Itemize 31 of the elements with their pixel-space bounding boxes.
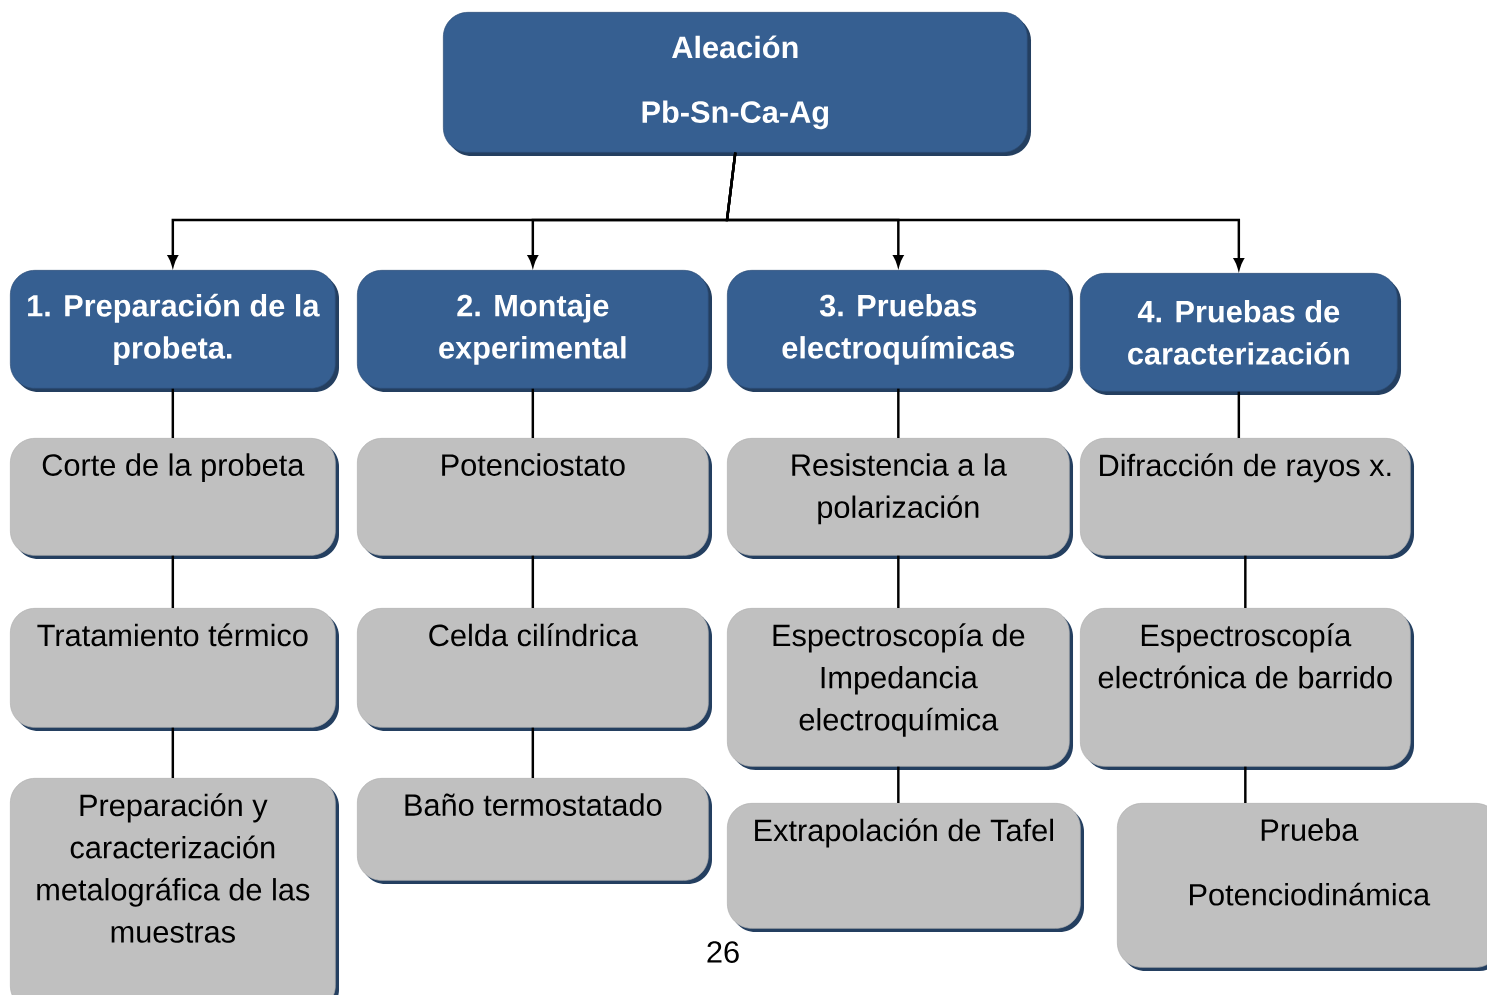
connector — [171, 555, 175, 608]
step-box: Resistencia a la polarización — [727, 438, 1073, 559]
connector — [1244, 555, 1247, 608]
connector — [531, 388, 535, 438]
connector — [1237, 391, 1241, 438]
connector — [531, 555, 535, 608]
connector — [1244, 766, 1247, 803]
connector — [171, 388, 175, 438]
connector — [531, 727, 535, 778]
connector — [725, 152, 1244, 270]
heading-box: 1. Preparación de la probeta. — [10, 270, 339, 392]
step-box: Baño termostatado — [357, 778, 712, 884]
heading-box: 4. Pruebas de caracterización — [1080, 273, 1401, 395]
step-box: Difracción de rayos x. — [1080, 438, 1414, 559]
heading-box: 3. Pruebas electroquímicas — [727, 270, 1073, 392]
connector — [171, 727, 175, 778]
step-box: Corte de la probeta — [10, 438, 339, 559]
heading-box: 2. Montaje experimental — [357, 270, 712, 392]
step-box: Prueba Potenciodinámica — [1117, 803, 1487, 971]
page-number: 26 — [707, 941, 739, 963]
step-box: Preparación y caracterización metalográfica de las muestras — [10, 778, 339, 995]
step-box: Potenciostato — [357, 438, 712, 559]
step-box: Espectroscopía electrónica de barrido — [1080, 608, 1414, 770]
step-box: Extrapolación de Tafel — [727, 803, 1084, 932]
step-box: Espectroscopía de Impedancia electroquímica — [727, 608, 1073, 770]
step-box: Tratamiento térmico — [10, 608, 339, 731]
connector — [897, 766, 900, 803]
connector — [897, 388, 900, 438]
step-box: Celda cilíndrica — [357, 608, 712, 731]
connector — [897, 555, 900, 608]
heading-box: Aleación Pb-Sn-Ca-Ag — [443, 12, 1031, 156]
